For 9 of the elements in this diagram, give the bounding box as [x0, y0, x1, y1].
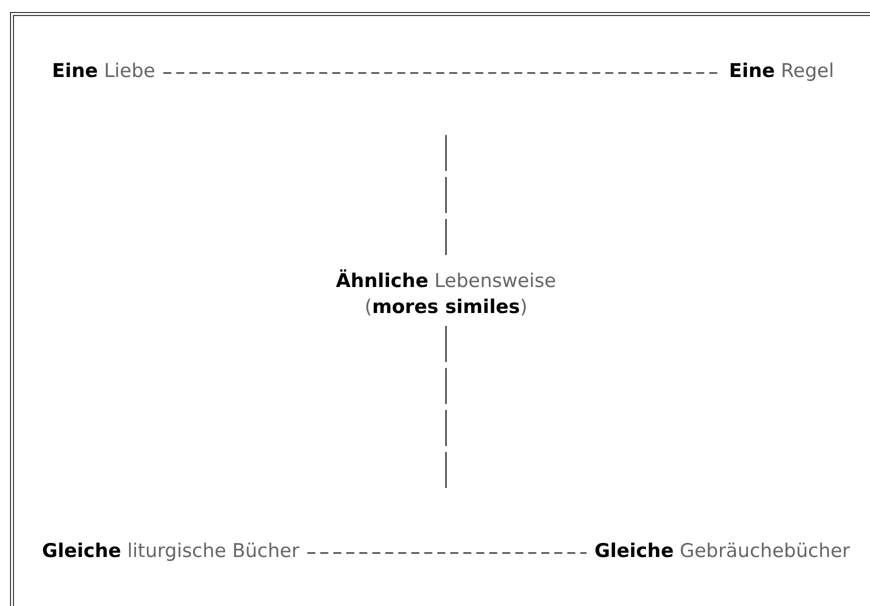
dashed-line	[445, 135, 447, 258]
dashed-line	[307, 552, 587, 554]
node-text: Ähnliche Lebensweise	[336, 268, 556, 294]
node-text: (mores similes)	[364, 295, 528, 320]
node-text: Eine Regel	[728, 59, 834, 84]
dashed-line	[445, 326, 447, 488]
node-text: Eine Liebe	[52, 59, 156, 84]
node-text: Gleiche Gebräuchebücher	[594, 539, 850, 564]
node-text: Gleiche liturgische Bücher	[42, 539, 300, 564]
